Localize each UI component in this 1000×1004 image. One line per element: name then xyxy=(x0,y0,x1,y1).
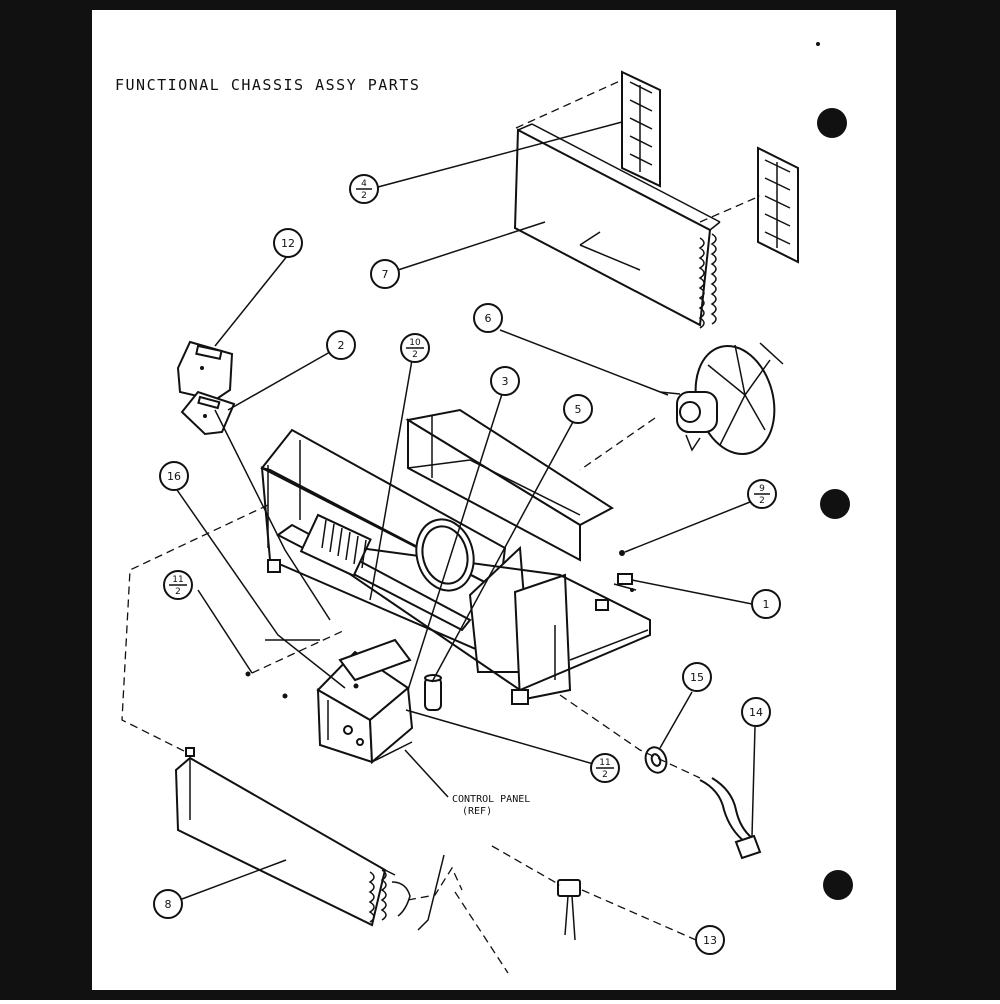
leader-13 xyxy=(581,889,697,941)
svg-text:15: 15 xyxy=(690,671,704,684)
leader-15 xyxy=(659,691,693,749)
leader-14 xyxy=(751,726,756,837)
control-panel-label: CONTROL PANEL (REF) xyxy=(452,794,530,817)
top-black-border xyxy=(92,0,905,10)
dash-evap-pipe2 xyxy=(454,891,509,974)
leader-6 xyxy=(499,329,669,396)
svg-text:2: 2 xyxy=(338,339,345,352)
leader-16 xyxy=(167,476,346,689)
page-title: FUNCTIONAL CHASSIS ASSY PARTS xyxy=(115,76,421,94)
control-panel xyxy=(316,638,414,765)
callout-12: 12 xyxy=(273,228,303,258)
svg-text:(REF): (REF) xyxy=(462,806,492,817)
svg-text:6: 6 xyxy=(485,312,492,325)
callout-7: 7 xyxy=(370,259,400,289)
svg-text:5: 5 xyxy=(575,403,582,416)
callout-13: 13 xyxy=(695,925,725,955)
leader-f11b xyxy=(405,709,598,766)
switch-fastener xyxy=(613,550,637,592)
base-chassis xyxy=(260,408,651,705)
callout-f11b: 11 2 xyxy=(590,753,620,783)
callout-f4: 4 2 xyxy=(349,174,379,204)
svg-text:2: 2 xyxy=(361,191,367,201)
leader-5 xyxy=(431,419,575,683)
svg-text:3: 3 xyxy=(502,375,509,388)
callout-1: 1 xyxy=(751,589,781,619)
svg-text:11: 11 xyxy=(172,575,183,585)
leader-12 xyxy=(214,254,289,347)
dash-13-top xyxy=(491,845,561,886)
binder-hole-bottom xyxy=(823,870,853,900)
right-edge-shadow xyxy=(896,0,905,1000)
louver-grille-left xyxy=(621,70,661,188)
leader-f11a xyxy=(197,589,253,674)
binder-hole-top xyxy=(817,108,847,138)
dash-evap-pipe xyxy=(407,866,463,901)
svg-text:2: 2 xyxy=(412,350,418,360)
leader-8 xyxy=(181,859,287,900)
dash-grille-top xyxy=(515,79,623,129)
svg-text:11: 11 xyxy=(599,758,610,768)
power-cord xyxy=(699,777,762,860)
leader-knob-to-chassis xyxy=(214,409,331,621)
svg-text:2: 2 xyxy=(602,770,608,780)
evap-drain-tube xyxy=(417,854,445,931)
dash-f11a xyxy=(251,629,346,674)
leader-7 xyxy=(397,221,546,271)
callout-5: 5 xyxy=(563,394,593,424)
dash-evap xyxy=(121,504,269,753)
leader-3 xyxy=(407,393,503,691)
dash-grille-right xyxy=(699,195,761,223)
louver-grille-right xyxy=(757,146,799,264)
svg-text:7: 7 xyxy=(382,268,389,281)
callout-f11a: 11 2 xyxy=(163,570,193,600)
leader-f9 xyxy=(624,499,756,553)
leader-2 xyxy=(227,351,331,411)
callout-f10: 10 2 xyxy=(400,333,430,363)
bottom-black-border xyxy=(92,990,905,1000)
svg-text:8: 8 xyxy=(165,898,172,911)
svg-text:13: 13 xyxy=(703,934,717,947)
callout-8: 8 xyxy=(153,889,183,919)
thermostat-sensor xyxy=(557,879,581,941)
svg-text:12: 12 xyxy=(281,237,295,250)
callout-14: 14 xyxy=(741,697,771,727)
svg-text:10: 10 xyxy=(409,338,421,348)
svg-text:2: 2 xyxy=(175,587,181,597)
svg-text:CONTROL PANEL: CONTROL PANEL xyxy=(452,794,530,805)
condenser-coil xyxy=(513,123,721,329)
leader-1 xyxy=(631,579,753,605)
callout-16: 16 xyxy=(159,461,189,491)
svg-text:16: 16 xyxy=(167,470,181,483)
binder-hole-middle xyxy=(820,489,850,519)
callout-15: 15 xyxy=(682,662,712,692)
callout-f9: 9 2 xyxy=(747,479,777,509)
capacitor xyxy=(424,677,442,711)
svg-text:14: 14 xyxy=(749,706,763,719)
left-black-border xyxy=(0,0,92,1000)
dash-fan xyxy=(579,417,656,471)
callout-3: 3 xyxy=(490,366,520,396)
dash-15 xyxy=(559,694,701,779)
svg-text:9: 9 xyxy=(759,484,765,494)
right-black-border xyxy=(905,0,1000,1000)
callout-6: 6 xyxy=(473,303,503,333)
callout-2: 2 xyxy=(326,330,356,360)
svg-text:2: 2 xyxy=(759,496,765,506)
evaporator-coil xyxy=(174,747,411,927)
fan-motor-assembly xyxy=(659,342,784,456)
control-knob-assembly xyxy=(176,340,236,436)
leader-control-panel xyxy=(404,749,449,798)
svg-text:4: 4 xyxy=(361,179,367,189)
svg-text:1: 1 xyxy=(763,598,770,611)
leader-f4 xyxy=(377,121,623,188)
leader-f10 xyxy=(369,359,413,601)
